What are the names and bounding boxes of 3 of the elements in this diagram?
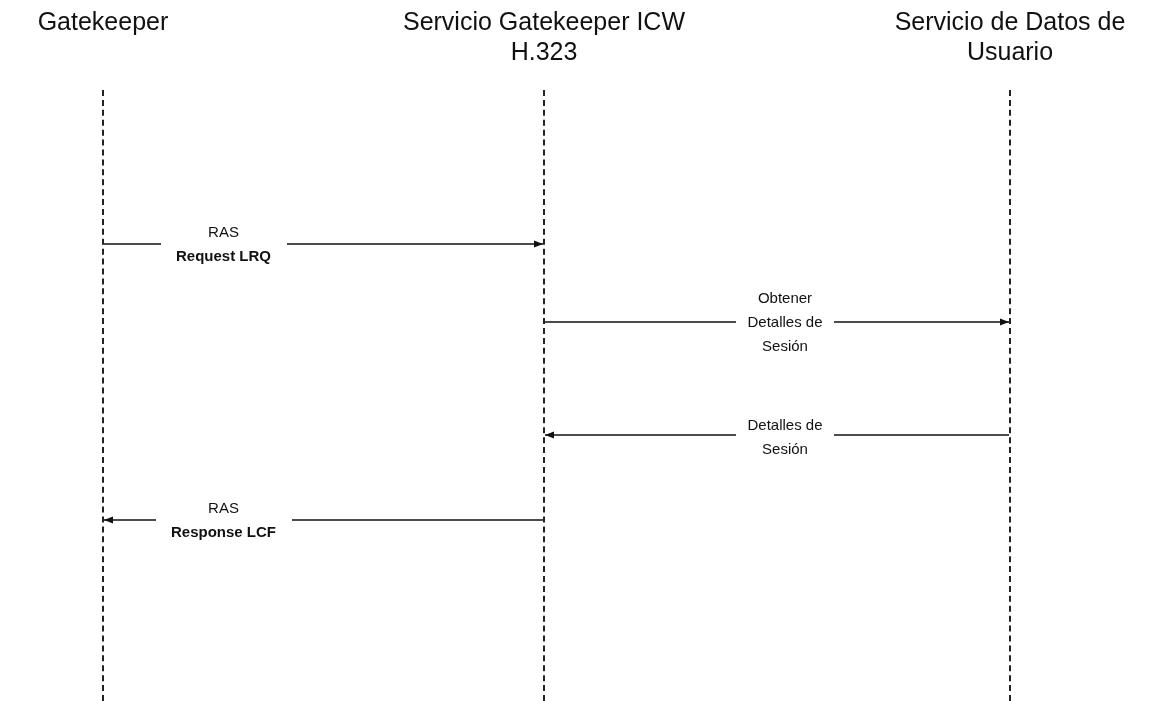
lifeline-heading: Gatekeeper (36, 6, 170, 37)
lifeline-heading: Servicio Gatekeeper ICW H.323 (401, 6, 686, 67)
lifeline-heading: Servicio de Datos de Usuario (893, 6, 1127, 67)
